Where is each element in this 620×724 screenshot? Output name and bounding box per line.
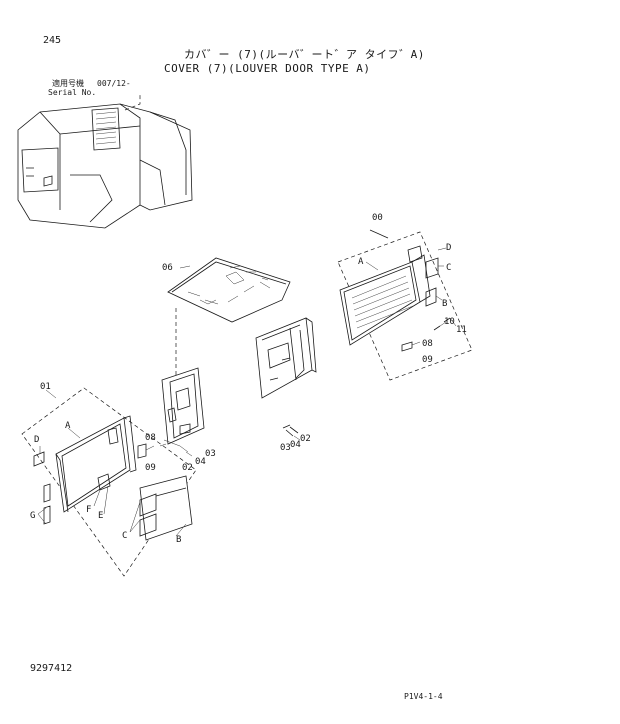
callout-09-right: 09 — [422, 355, 433, 365]
callout-11: 11 — [456, 325, 467, 335]
title-english: COVER (7)(LOUVER DOOR TYPE A) — [164, 62, 371, 75]
serial-label-japanese: 適用号機 — [52, 79, 84, 88]
side-panel-assembly — [255, 317, 317, 441]
upright-panel — [137, 367, 205, 459]
callout-09-left: 09 — [145, 463, 156, 473]
callout-01-b: B — [176, 535, 181, 545]
callout-01-f: F — [86, 505, 91, 515]
cover-plate-06 — [167, 257, 291, 323]
callout-00: 00 — [372, 213, 383, 223]
callout-03-left: 03 — [205, 449, 216, 459]
callout-00-c: C — [446, 263, 451, 273]
callout-01: 01 — [40, 382, 51, 392]
title-japanese: カバ゛ー (7)(ルーバ゛ート゛ア タイフ゛A) — [184, 48, 425, 61]
callout-01-a: A — [65, 421, 71, 431]
page-number: 245 — [43, 35, 62, 46]
callout-00-d: D — [446, 243, 451, 253]
callout-02-left: 02 — [182, 463, 193, 473]
callout-00-b: B — [442, 299, 447, 309]
callout-03-right: 03 — [280, 443, 291, 453]
callout-01-e: E — [98, 511, 103, 521]
callout-10: 10 — [444, 317, 455, 327]
callout-06: 06 — [162, 263, 173, 273]
callout-00-a: A — [358, 257, 364, 267]
louver-door-assembly-00 — [337, 229, 473, 381]
serial-label-english: Serial No. — [48, 88, 97, 97]
serial-value: 007/12- — [97, 79, 131, 88]
louver-door-assembly-01 — [21, 387, 197, 577]
callout-02: 02 — [300, 434, 311, 444]
page-reference: P1V4-1-4 — [404, 692, 443, 701]
callout-04-left: 04 — [195, 457, 206, 467]
document-number: 9297412 — [30, 663, 73, 674]
machine-overview-illustration — [17, 94, 193, 229]
callout-01-g: G — [30, 511, 35, 521]
callout-01-c: C — [122, 531, 127, 541]
callout-01-d: D — [34, 435, 39, 445]
callout-04-right: 04 — [290, 440, 301, 450]
callout-08-left: 08 — [145, 433, 156, 443]
callout-08-right: 08 — [422, 339, 433, 349]
